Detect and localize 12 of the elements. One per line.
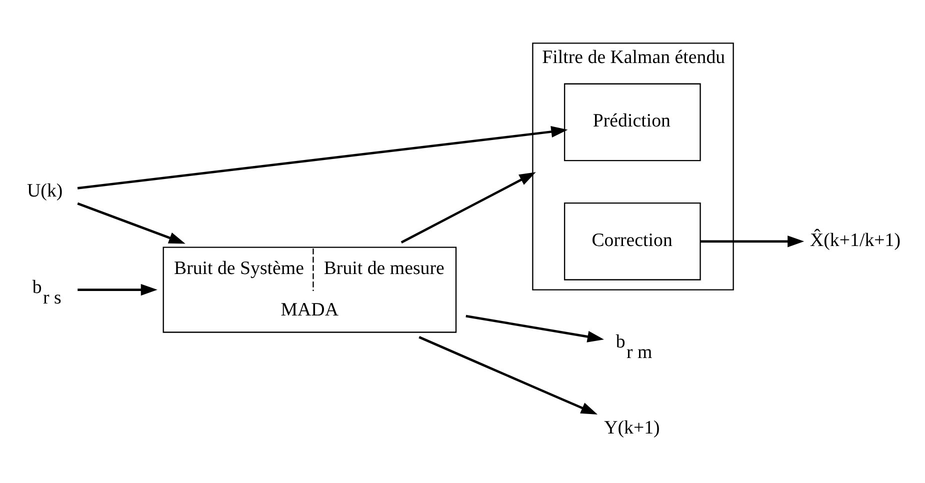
arrow <box>78 284 158 296</box>
node-box: Prédiction <box>564 82 701 161</box>
arrow <box>77 202 186 244</box>
arrow <box>418 336 598 414</box>
node-text: U(k) <box>27 180 63 201</box>
arrow <box>700 235 804 247</box>
node-box: Correction <box>564 202 701 280</box>
node-text: X̂(k+1/k+1) <box>810 229 901 250</box>
arrow <box>77 125 568 189</box>
arrow <box>400 172 536 243</box>
node-text: Y(k+1) <box>604 417 660 438</box>
arrow <box>466 314 604 342</box>
